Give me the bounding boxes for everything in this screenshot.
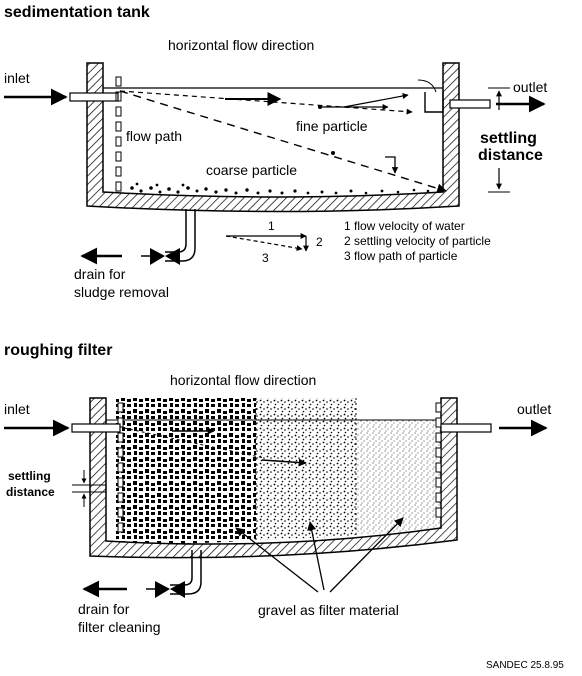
sedimentation-settling-label-2: distance — [478, 147, 543, 164]
roughing-outlet-label: outlet — [517, 401, 551, 417]
roughing-drain-label-1: drain for — [78, 601, 130, 617]
roughing-title: roughing filter — [4, 342, 112, 359]
coarse-particle-dot — [331, 151, 335, 155]
sedimentation-drain-label-2: sludge removal — [74, 284, 169, 300]
legend-item-1: 1 flow velocity of water — [344, 219, 465, 233]
sedimentation-inlet-baffle — [115, 76, 122, 192]
coarse-particle-path — [119, 90, 447, 194]
sedimentation-settling-distance-dimension — [488, 87, 510, 193]
sedimentation-inlet-label: inlet — [4, 70, 30, 86]
gravel-label: gravel as filter material — [258, 602, 399, 618]
sedimentation-tank-figure: sedimentation tank horizontal flow direc… — [4, 4, 547, 300]
roughing-settling-label-1: settling — [8, 469, 51, 483]
legend-item-3: 3 flow path of particle — [344, 249, 458, 263]
roughing-drain-label-2: filter cleaning — [78, 619, 161, 635]
roughing-settling-label-2: distance — [6, 485, 55, 499]
credit-label: SANDEC 25.8.95 — [486, 660, 564, 671]
sedimentation-outlet-label: outlet — [513, 79, 547, 95]
settling-velocity-marker — [385, 156, 399, 174]
roughing-filter-figure: roughing filter horizontal flow directio… — [4, 342, 551, 635]
roughing-inlet-baffle — [117, 402, 124, 533]
roughing-outlet-baffle — [435, 402, 442, 518]
fine-particle-path — [119, 90, 413, 115]
coarse-gravel-zone — [116, 398, 256, 545]
roughing-flow-direction-label: horizontal flow direction — [170, 372, 316, 388]
sedimentation-outlet-pipe — [449, 99, 491, 109]
velocity-vector-diagram: 1 2 3 — [225, 219, 323, 265]
vector-label-1: 1 — [268, 219, 275, 233]
flow-path-label: flow path — [126, 128, 182, 144]
gravel-pointer-arrows — [235, 517, 404, 593]
roughing-outlet-pipe — [440, 423, 492, 433]
roughing-inlet-pipe — [71, 423, 121, 433]
legend-item-2: 2 settling velocity of particle — [344, 234, 491, 248]
coarse-particle-label: coarse particle — [206, 162, 297, 178]
sedimentation-flow-direction-label: horizontal flow direction — [168, 37, 314, 53]
roughing-particle-arrow — [261, 458, 307, 467]
fine-particle-dot — [318, 105, 322, 109]
vector-label-3: 3 — [262, 251, 269, 265]
sedimentation-outlet-flow-curve — [417, 79, 437, 93]
roughing-tank-wall — [89, 397, 458, 559]
roughing-drain-valve-icon — [155, 581, 185, 598]
sedimentation-tank-wall — [86, 62, 460, 213]
roughing-settling-distance-dimension — [72, 470, 106, 507]
vector-label-2: 2 — [316, 235, 323, 249]
fine-particle-rise-arrow — [343, 93, 409, 108]
sedimentation-title: sedimentation tank — [4, 4, 150, 21]
sedimentation-inlet-pipe — [69, 92, 119, 102]
roughing-inlet-label: inlet — [4, 401, 30, 417]
sludge-deposit — [130, 182, 430, 195]
sedimentation-drain-valve-icon — [150, 248, 180, 265]
sedimentation-drain — [80, 209, 196, 265]
medium-gravel-zone — [256, 398, 356, 540]
fine-particle-label: fine particle — [296, 118, 368, 134]
fine-gravel-zone — [356, 420, 441, 535]
sedimentation-drain-label-1: drain for — [74, 266, 126, 282]
roughing-drain — [82, 550, 202, 598]
velocity-legend: 1 flow velocity of water 2 settling velo… — [344, 219, 491, 263]
sedimentation-settling-label-1: settling — [480, 130, 537, 147]
sedimentation-outlet-weir — [424, 92, 444, 113]
